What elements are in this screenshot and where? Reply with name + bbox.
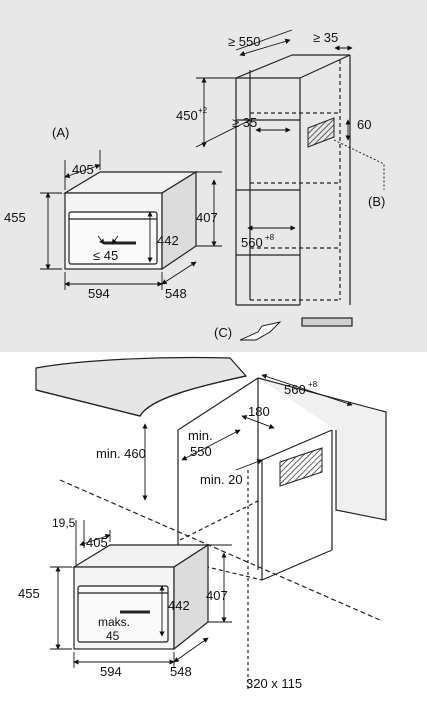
dim-appliance-depth-top: 405: [72, 162, 94, 177]
tall-cabinet-dimensions: [195, 29, 385, 341]
appliance-top: [62, 170, 199, 271]
dim-appliance2-width: 594: [100, 664, 122, 679]
dim-min-vent: min. 20: [200, 472, 243, 487]
vent-hatch-bottom: [279, 447, 323, 487]
dim-appliance-handle: ≤ 45: [93, 248, 118, 263]
dim-appliance2-height: 455: [18, 586, 40, 601]
dim-min-depth-b: 550: [190, 444, 212, 459]
dim-appliance2-front-height: 407: [206, 588, 228, 603]
dim-appliance2-handle-a: maks.: [98, 615, 130, 629]
dim-appliance-depth: 548: [165, 286, 187, 301]
appliance-bottom: [71, 543, 211, 651]
dim-appliance-inner-height: 442: [157, 233, 179, 248]
dim-cabinet-vent: 60: [357, 117, 371, 132]
dim-appliance2-handle-b: 45: [106, 629, 120, 643]
dim-appliance-front-height: 407: [196, 210, 218, 225]
dim-gap: 180: [248, 404, 270, 419]
label-c: (C): [214, 325, 232, 340]
base-cabinet: [59, 377, 381, 690]
appliance-top-dimensions: [40, 150, 222, 290]
label-b: (B): [368, 194, 385, 209]
tall-cabinet: [235, 54, 353, 327]
label-a: (A): [52, 125, 69, 140]
dim-appliance2-depth: 548: [170, 664, 192, 679]
dim-appliance2-depth-top: 405: [86, 535, 108, 550]
dim-appliance2-offset: 19,5: [52, 516, 76, 530]
vent-hatch-top: [307, 117, 335, 148]
dim-appliance2-inner-height: 442: [168, 598, 190, 613]
dim-appliance-height: 455: [4, 210, 26, 225]
dim-cabinet-height: 450: [176, 108, 198, 123]
dim-cabinet-shelf-gap: ≥ 35: [232, 115, 257, 130]
dim-min-depth-a: min.: [188, 428, 213, 443]
dim-cabinet-width: ≥ 550: [228, 34, 260, 49]
dim-cabinet-inner-width-tol: +8: [265, 233, 275, 242]
appliance-bottom-dimensions: [50, 520, 232, 668]
dim-cabinet-inner-width: 560: [241, 235, 263, 250]
base-cabinet-dimensions: [142, 373, 353, 501]
dim-counter-width-tol: +8: [308, 380, 318, 389]
dim-cabinet-side-gap: ≥ 35: [313, 30, 338, 45]
dim-cabinet-height-tol: +2: [198, 106, 208, 115]
dim-opening: 320 x 115: [246, 676, 302, 691]
dim-min-height: min. 460: [96, 446, 146, 461]
dim-counter-width: 560: [284, 382, 306, 397]
dim-appliance-width: 594: [88, 286, 110, 301]
